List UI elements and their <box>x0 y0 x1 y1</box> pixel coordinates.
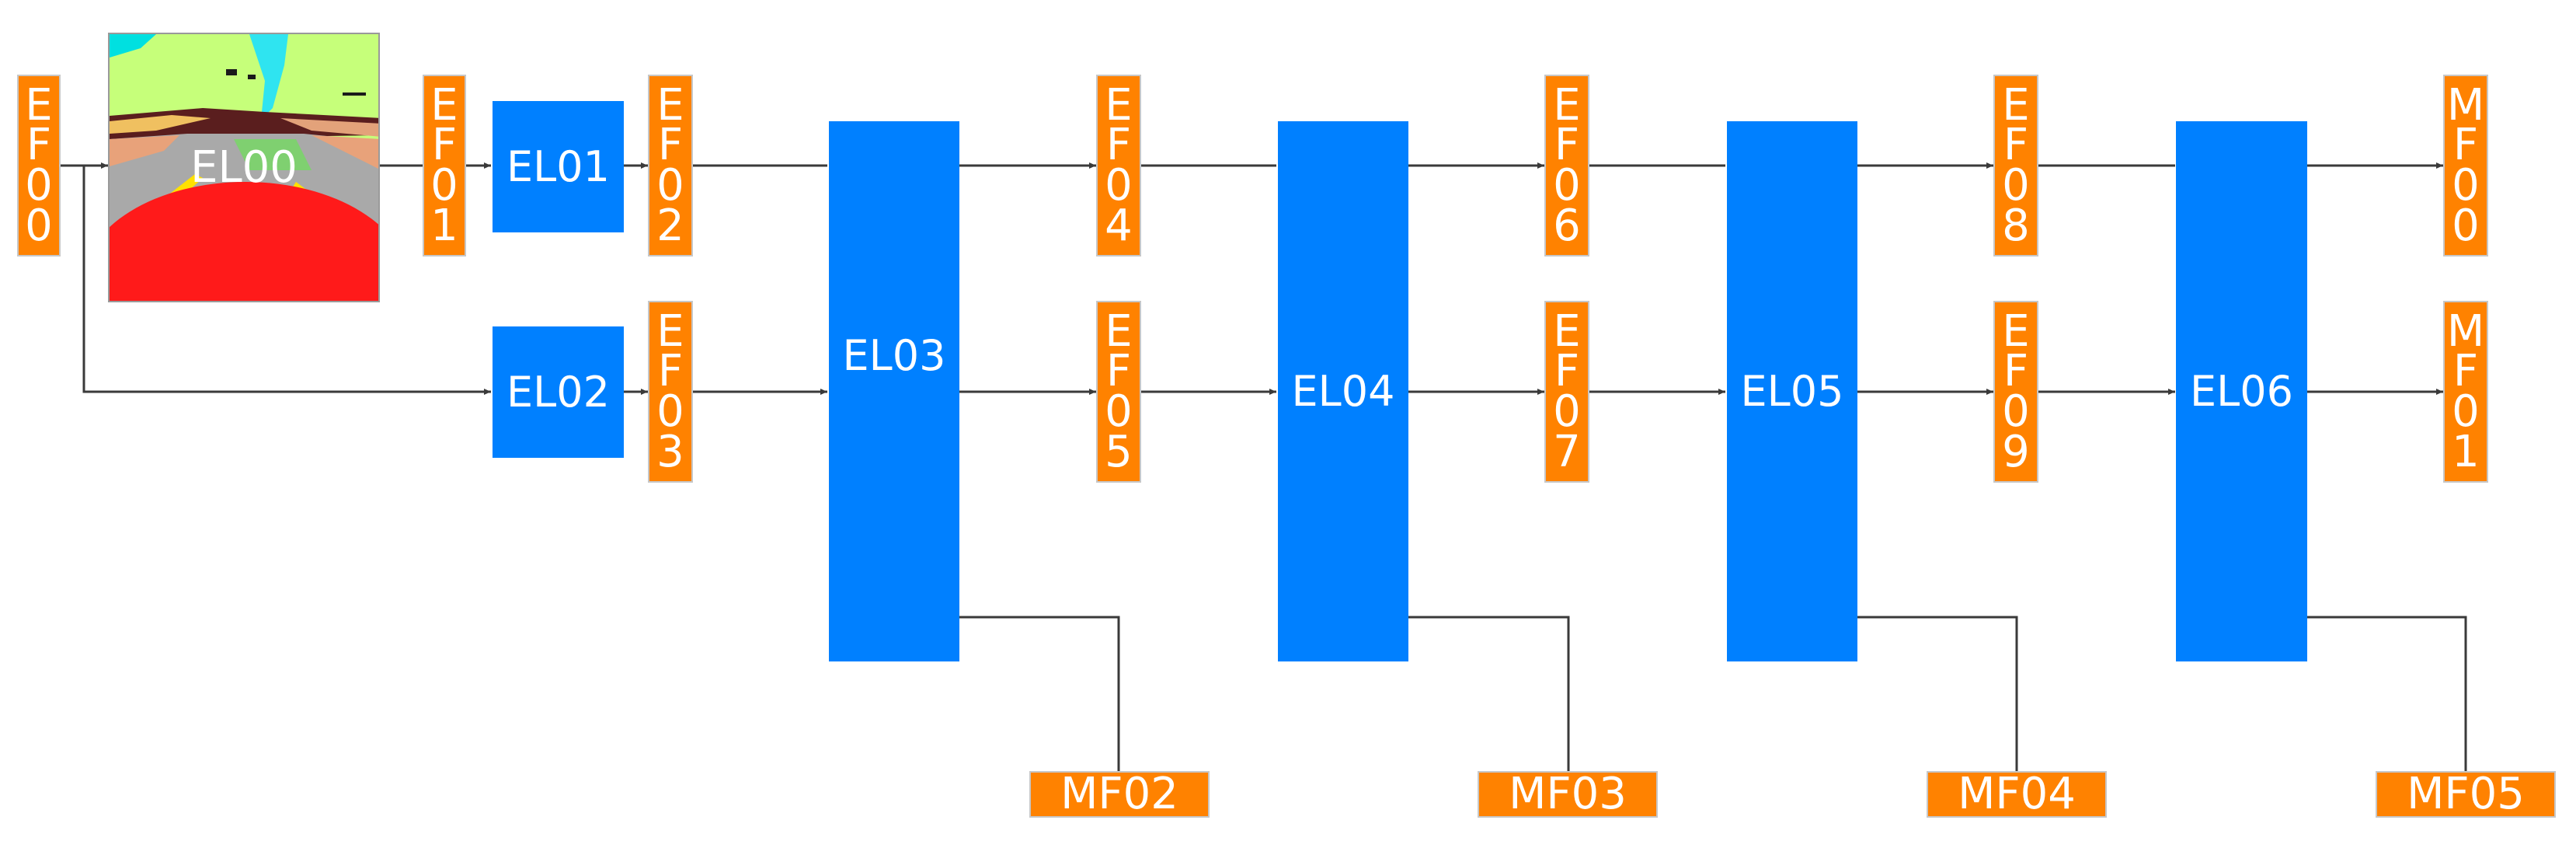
node-label-char: 0 <box>1553 160 1581 211</box>
node-label-char: 0 <box>25 160 53 211</box>
node-label-char: E <box>25 79 53 131</box>
node-label-char: 4 <box>1105 200 1133 251</box>
node-el01[interactable]: EL01 <box>493 101 624 232</box>
node-label-char: 1 <box>2452 426 2480 477</box>
node-label-char: F <box>2452 120 2479 171</box>
node-el00-label: EL00 <box>190 142 298 193</box>
node-label-char: 0 <box>2452 160 2480 211</box>
node-el02[interactable]: EL02 <box>493 326 624 458</box>
node-label-char: F <box>2452 346 2479 397</box>
node-el05[interactable]: EL05 <box>1727 121 1857 661</box>
node-label-char: F <box>1554 346 1580 397</box>
node-label-char: E <box>430 79 458 131</box>
node-label-char: 5 <box>1105 426 1133 477</box>
node-label-char: E <box>656 305 684 357</box>
node-label-char: E <box>2002 305 2030 357</box>
node-label-char: E <box>656 79 684 131</box>
node-el04[interactable]: EL04 <box>1278 121 1408 661</box>
node-label-char: 0 <box>1105 160 1133 211</box>
node-el03[interactable]: EL03 <box>829 121 959 661</box>
node-label-char: E <box>2002 79 2030 131</box>
node-mf02[interactable]: MF02 <box>1029 771 1210 818</box>
node-label-char: 7 <box>1553 426 1581 477</box>
node-label-char: 0 <box>2002 160 2030 211</box>
node-label-char: 1 <box>430 200 458 251</box>
node-label-char: 8 <box>2002 200 2030 251</box>
node-label-char: 0 <box>430 160 458 211</box>
edge-ef00-el02 <box>82 166 491 395</box>
node-label-char: 0 <box>25 200 53 251</box>
node-label-char: F <box>657 120 684 171</box>
node-label-char: F <box>26 120 52 171</box>
node-label-char: 0 <box>1553 386 1581 437</box>
edge-el03-mf02 <box>959 616 1120 771</box>
node-label-char: F <box>431 120 458 171</box>
node-el06[interactable]: EL06 <box>2176 121 2307 661</box>
node-label-char: F <box>1105 120 1132 171</box>
node-label-char: F <box>1105 346 1132 397</box>
node-label-char: M <box>2446 305 2485 357</box>
node-el00[interactable]: EL00 <box>108 33 380 302</box>
node-label-char: F <box>2003 346 2029 397</box>
node-label-char: F <box>2003 120 2029 171</box>
node-mf03[interactable]: MF03 <box>1478 771 1658 818</box>
node-label-char: 3 <box>656 426 684 477</box>
node-label-char: 0 <box>1105 386 1133 437</box>
node-label-char: E <box>1105 79 1133 131</box>
node-label-char: F <box>1554 120 1580 171</box>
node-label-char: 0 <box>2452 386 2480 437</box>
node-label-char: 0 <box>2002 386 2030 437</box>
node-label-char: 0 <box>656 386 684 437</box>
node-label-char: 0 <box>2452 200 2480 251</box>
node-mf05[interactable]: MF05 <box>2376 771 2556 818</box>
edge-el05-mf04 <box>1857 616 2018 771</box>
node-label-char: E <box>1553 79 1581 131</box>
edge-el04-mf03 <box>1408 616 1570 771</box>
node-mf04[interactable]: MF04 <box>1927 771 2107 818</box>
edge-el06-mf05 <box>2307 616 2467 771</box>
node-label-char: M <box>2446 79 2485 131</box>
node-label-char: 6 <box>1553 200 1581 251</box>
node-label-char: F <box>657 346 684 397</box>
node-label-char: 2 <box>656 200 684 251</box>
node-label-char: 9 <box>2002 426 2030 477</box>
segmentation-image <box>110 34 378 301</box>
node-label-char: E <box>1105 305 1133 357</box>
node-label-char: E <box>1553 305 1581 357</box>
node-label-char: 0 <box>656 160 684 211</box>
